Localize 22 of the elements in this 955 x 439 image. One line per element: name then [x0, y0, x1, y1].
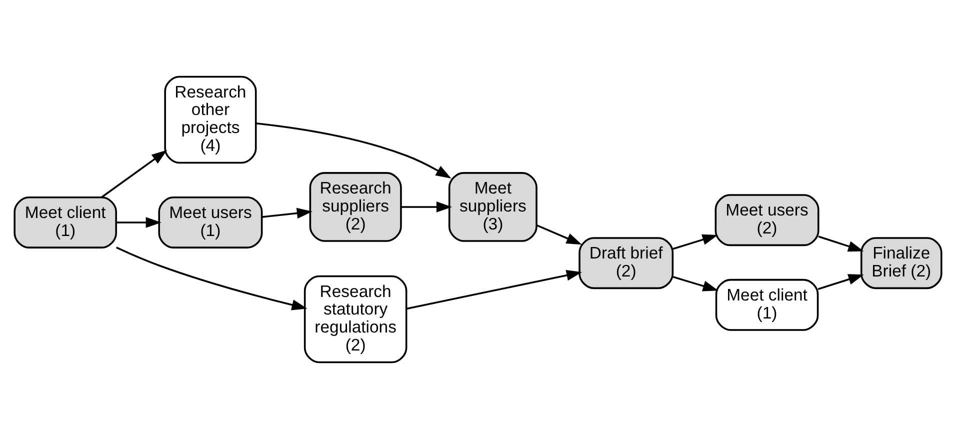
- arrow: [818, 236, 864, 252]
- arrow: [672, 276, 718, 292]
- node-box: Meet users (1): [158, 196, 262, 248]
- arrow: [256, 122, 451, 178]
- arrow: [536, 224, 582, 245]
- arrow: [115, 246, 307, 310]
- arrow: [261, 208, 312, 219]
- node-box: Research statutory regulations (2): [303, 275, 407, 364]
- arrow: [672, 234, 718, 250]
- arrow: [116, 217, 161, 228]
- arrow: [400, 202, 452, 212]
- arrow: [817, 274, 864, 290]
- node-box: Finalize Brief (2): [860, 237, 942, 290]
- arrow: [406, 270, 582, 310]
- arrow: [100, 150, 167, 198]
- node-box: Meet users (2): [714, 194, 819, 246]
- node-box: Research other projects (4): [164, 76, 256, 164]
- node-box: Meet suppliers (3): [448, 172, 537, 242]
- node-box: Meet client (1): [714, 278, 818, 331]
- node-box: Meet client (1): [13, 196, 116, 248]
- node-box: Draft brief (2): [578, 237, 674, 290]
- node-box: Research suppliers (2): [308, 172, 402, 242]
